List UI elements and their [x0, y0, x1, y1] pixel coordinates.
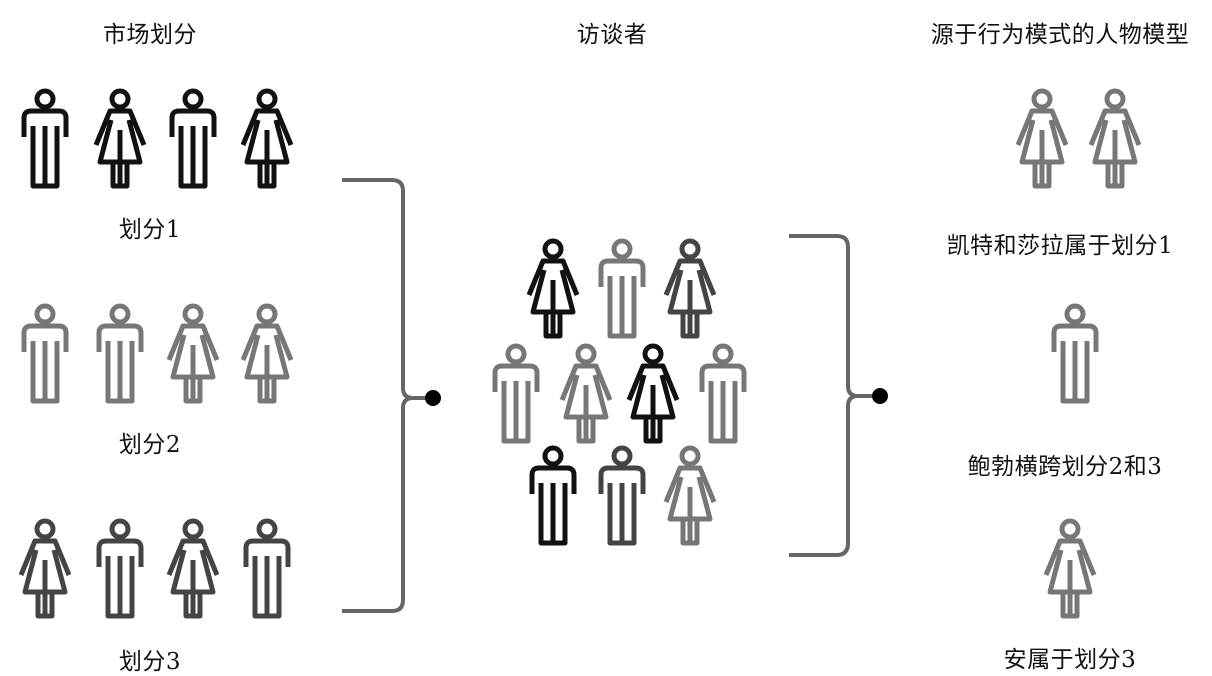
persona-3-person-1-female-icon — [1046, 521, 1094, 616]
interviewee-r1-3-female-icon — [666, 241, 714, 336]
persona-1-person-2-female-icon — [1091, 91, 1139, 186]
segment-3-person-1-female-icon — [21, 521, 69, 616]
segment-3-person-4-male-icon — [246, 521, 288, 616]
header-market-segments: 市场划分 — [103, 22, 197, 48]
header-interviewees: 访谈者 — [576, 22, 648, 48]
interviewee-r1-1-female-icon — [529, 241, 577, 336]
right-bracket-dot — [872, 388, 888, 404]
segment-2-label: 划分2 — [118, 432, 182, 458]
segment-1-person-2-female-icon — [96, 91, 144, 186]
segment-3-person-3-female-icon — [169, 521, 217, 616]
persona-2-person-1-male-icon — [1054, 306, 1096, 401]
segment-1-person-3-male-icon — [172, 91, 214, 186]
segment-3-label: 划分3 — [118, 649, 182, 675]
segment-1-label: 划分1 — [118, 217, 182, 243]
interviewee-r3-3-female-icon — [666, 448, 714, 543]
people-layer — [21, 91, 1139, 616]
persona-2-label: 鲍勃横跨划分2和3 — [967, 454, 1163, 480]
segment-1-person-1-male-icon — [24, 91, 66, 186]
interviewee-r2-1-male-icon — [495, 346, 537, 441]
interviewee-r3-1-male-icon — [532, 448, 574, 543]
left-bracket-dot — [425, 390, 441, 406]
interviewee-r3-2-male-icon — [601, 448, 643, 543]
segment-2-person-1-male-icon — [24, 306, 66, 401]
segment-1-person-4-female-icon — [243, 91, 291, 186]
persona-3-label: 安属于划分3 — [1003, 647, 1137, 673]
segment-2-person-4-female-icon — [243, 306, 291, 401]
persona-1-person-1-female-icon — [1018, 91, 1066, 186]
header-behavioral-personas: 源于行为模式的人物模型 — [930, 22, 1190, 48]
persona-1-label: 凯特和莎拉属于划分1 — [946, 233, 1174, 259]
interviewee-r2-2-female-icon — [562, 346, 610, 441]
segment-2-person-3-female-icon — [169, 306, 217, 401]
left-bracket — [342, 178, 430, 613]
interviewee-r2-4-male-icon — [702, 346, 744, 441]
right-bracket — [789, 234, 876, 557]
interviewee-r2-3-female-icon — [629, 346, 677, 441]
interviewee-r1-2-male-icon — [601, 241, 643, 336]
segment-3-person-2-male-icon — [99, 521, 141, 616]
segment-2-person-2-male-icon — [99, 306, 141, 401]
